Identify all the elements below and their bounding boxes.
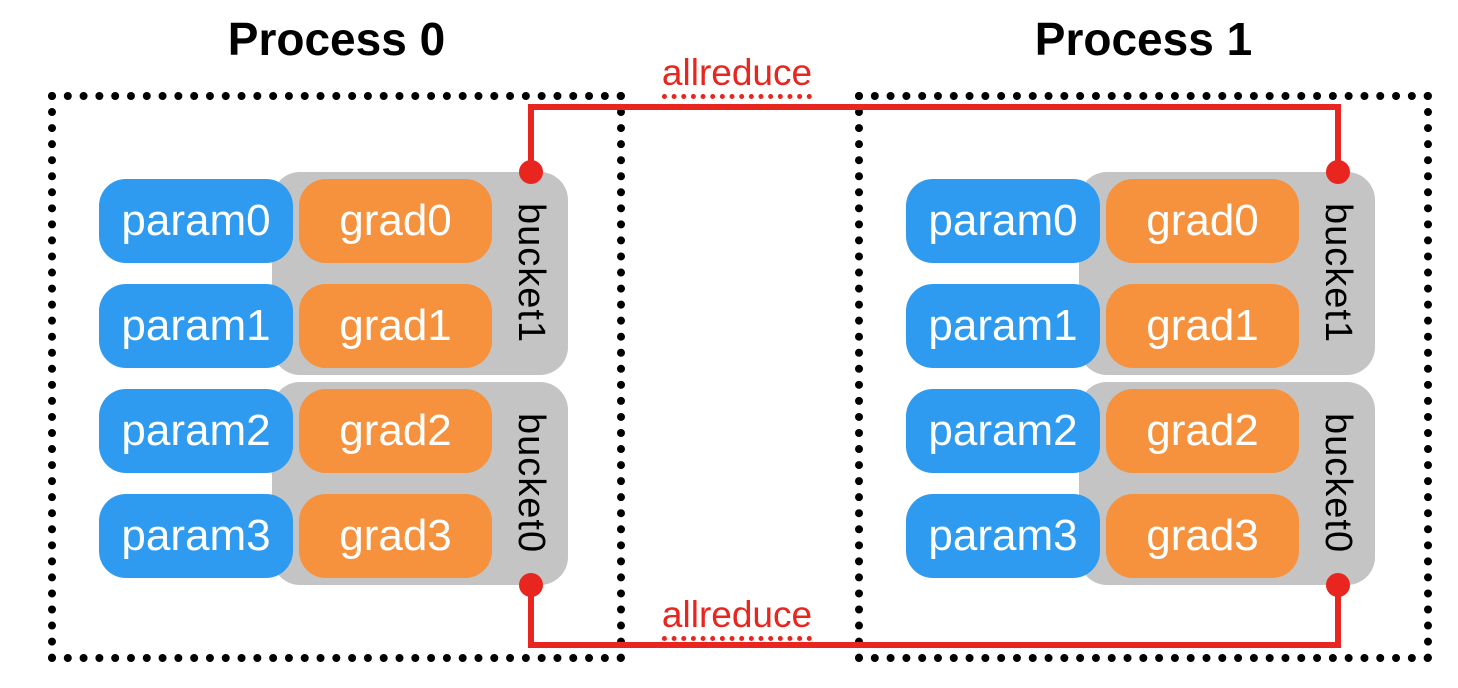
- process-1: Process 1 bucket1 bucket0 param0 param1 …: [855, 0, 1432, 688]
- param-block: param3: [99, 494, 293, 578]
- allreduce-endpoint-dot: [519, 160, 543, 184]
- param-block: param2: [906, 389, 1100, 473]
- param-block: param1: [906, 284, 1100, 368]
- grad-block: grad3: [299, 494, 492, 578]
- param-block: param2: [99, 389, 293, 473]
- process-0: Process 0 bucket1 bucket0 param0 param1 …: [48, 0, 625, 688]
- grad-block: grad0: [1106, 179, 1299, 263]
- param-block: param0: [99, 179, 293, 263]
- allreduce-line-bottom-left-drop: [528, 579, 534, 648]
- param-block: param0: [906, 179, 1100, 263]
- grad-block: grad1: [1106, 284, 1299, 368]
- bucket1-label: bucket1: [1317, 203, 1359, 344]
- bucket1-label: bucket1: [510, 203, 552, 344]
- allreduce-label-bottom: allreduce: [661, 596, 813, 641]
- grad-block: grad3: [1106, 494, 1299, 578]
- grad-block: grad2: [1106, 389, 1299, 473]
- allreduce-line-top: [531, 104, 1341, 110]
- process-0-title: Process 0: [227, 13, 446, 65]
- process-1-boundary: [855, 92, 1432, 662]
- process-0-boundary: [48, 92, 625, 662]
- allreduce-line-bottom-right-drop: [1335, 579, 1341, 648]
- grad-block: grad2: [299, 389, 492, 473]
- param-block: param3: [906, 494, 1100, 578]
- bucket0-label: bucket0: [510, 413, 552, 554]
- grad-block: grad1: [299, 284, 492, 368]
- allreduce-endpoint-dot: [1326, 160, 1350, 184]
- allreduce-line-top-left-drop: [528, 104, 534, 175]
- allreduce-line-top-right-drop: [1335, 104, 1341, 175]
- param-block: param1: [99, 284, 293, 368]
- process-1-title: Process 1: [1034, 13, 1253, 65]
- allreduce-label-top: allreduce: [661, 54, 813, 99]
- grad-block: grad0: [299, 179, 492, 263]
- bucket0-label: bucket0: [1317, 413, 1359, 554]
- allreduce-line-bottom: [531, 642, 1341, 648]
- allreduce-endpoint-dot: [1326, 573, 1350, 597]
- allreduce-endpoint-dot: [519, 573, 543, 597]
